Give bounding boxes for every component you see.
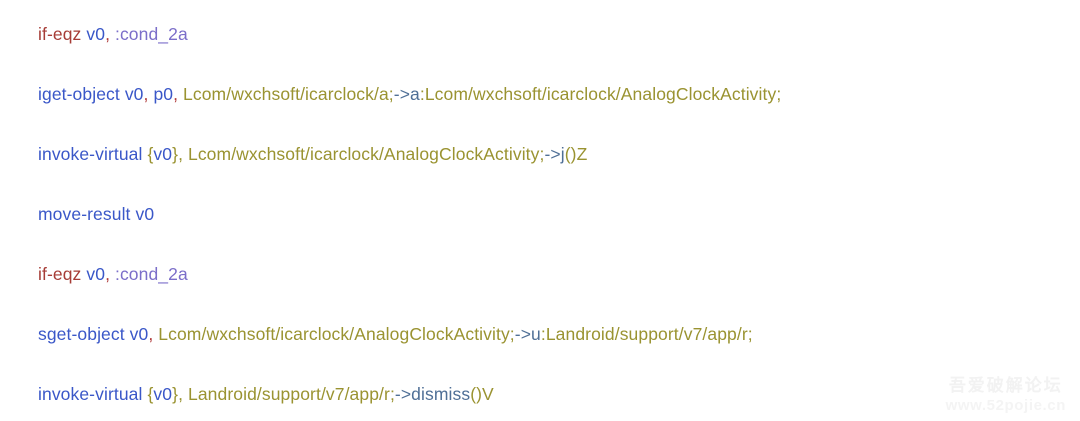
token-member-name: ->a [393,84,420,104]
token-register: v0 [135,204,155,224]
token-owner-class: Lcom/wxchsoft/icarclock/AnalogClockActiv… [158,324,515,344]
code-line: invoke-virtual {v0}, Lcom/wxchsoft/icarc… [38,139,587,169]
token-mnemonic: invoke-virtual [38,144,143,164]
token-member-name: ->u [514,324,541,344]
token-comma: , [105,264,111,284]
code-line: move-result v0 [38,199,154,229]
code-line: iget-object v0, p0, Lcom/wxchsoft/icarcl… [38,79,781,109]
token-register: p0 [153,84,174,104]
token-label: :cond_2a [115,264,188,284]
token-comma: , [178,144,184,164]
token-mnemonic: move-result [38,204,131,224]
code-line: invoke-virtual {v0}, Landroid/support/v7… [38,379,494,409]
token-brace-open: { [147,384,154,404]
code-line: sget-object v0, Lcom/wxchsoft/icarclock/… [38,319,753,349]
code-line: if-eqz v0, :cond_2a [38,259,188,289]
token-field-type: :Landroid/support/v7/app/r; [540,324,753,344]
token-brace-open: { [147,144,154,164]
token-brace-close: } [172,144,179,164]
token-comma: , [105,24,111,44]
token-register: v0 [124,84,144,104]
token-member-name: ->dismiss [394,384,471,404]
token-member-name: ->j [544,144,565,164]
token-register: v0 [129,324,149,344]
token-comma: , [143,84,149,104]
token-mnemonic: if-eqz [38,24,82,44]
token-field-type: :Lcom/wxchsoft/icarclock/AnalogClockActi… [419,84,782,104]
token-mnemonic: if-eqz [38,264,82,284]
token-owner-class: Landroid/support/v7/app/r; [188,384,395,404]
token-comma: , [178,384,184,404]
token-register: v0 [86,24,106,44]
token-register: v0 [153,144,173,164]
token-mnemonic: invoke-virtual [38,384,143,404]
token-owner-class: Lcom/wxchsoft/icarclock/a; [183,84,394,104]
token-register: v0 [153,384,173,404]
token-signature: ()V [470,384,494,404]
token-mnemonic: iget-object [38,84,120,104]
token-comma: , [148,324,154,344]
token-owner-class: Lcom/wxchsoft/icarclock/AnalogClockActiv… [188,144,545,164]
token-register: v0 [86,264,106,284]
token-brace-close: } [172,384,179,404]
token-mnemonic: sget-object [38,324,125,344]
token-label: :cond_2a [115,24,188,44]
code-line: if-eqz v0, :cond_2a [38,19,188,49]
token-signature: ()Z [564,144,588,164]
token-comma: , [173,84,179,104]
